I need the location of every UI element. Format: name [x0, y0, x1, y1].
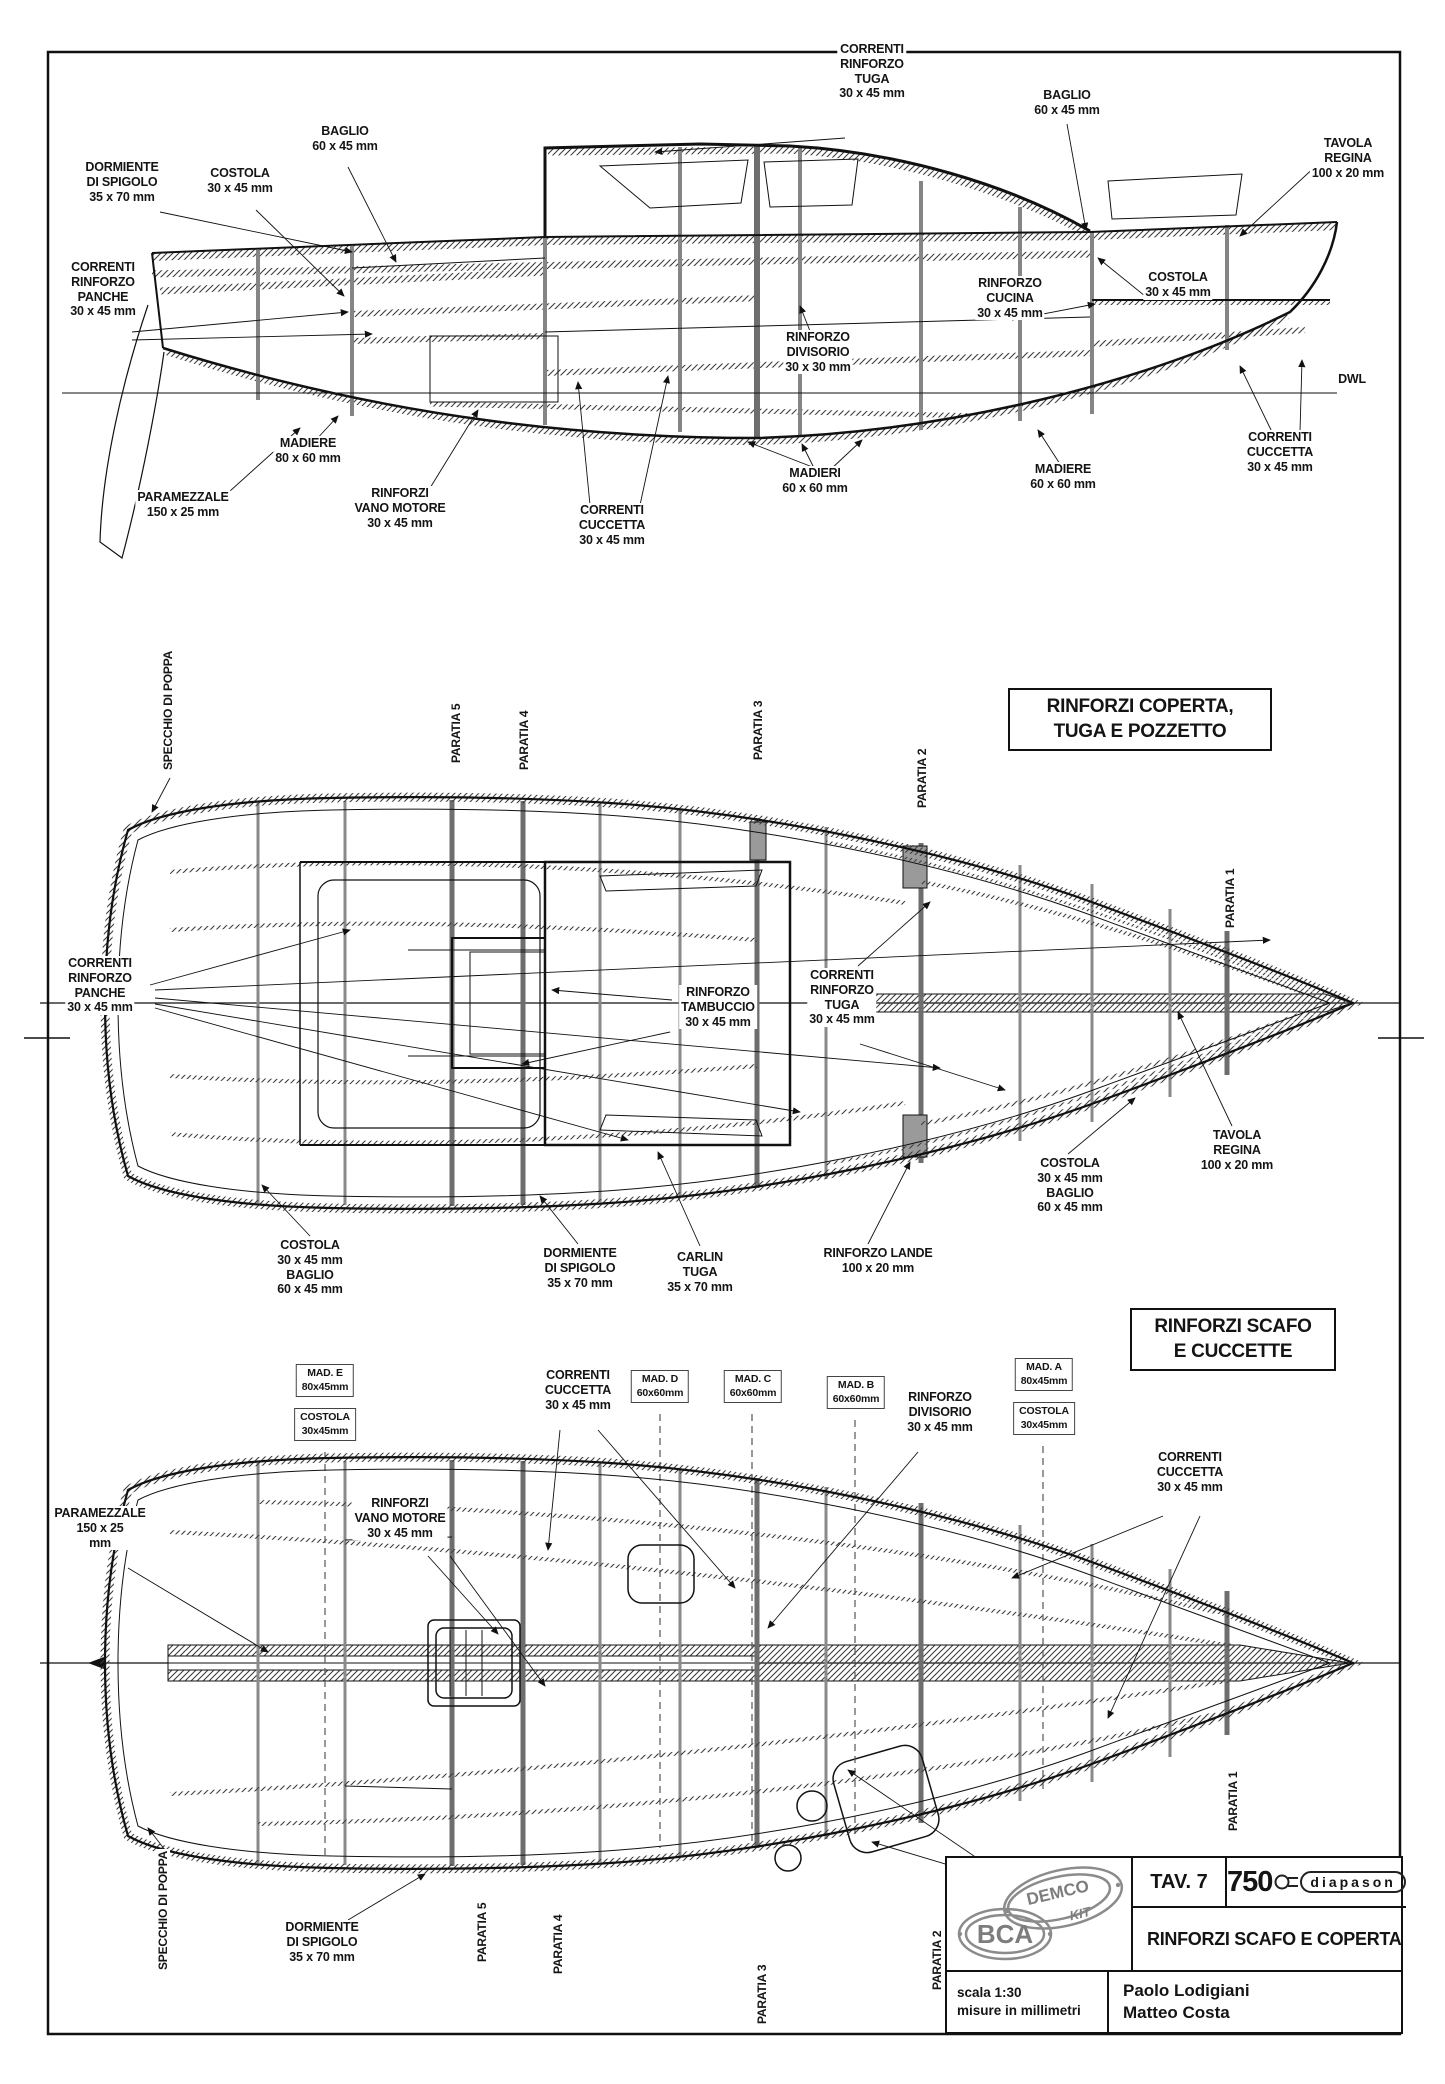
diapason-fork-icon: [1274, 1874, 1299, 1890]
hull-view-drawing: [40, 1414, 1400, 1921]
title-block: DEMCO KIT BCA TAV. 7 750: [945, 1856, 1406, 2034]
bca-demco-kit-logo: DEMCO KIT BCA: [947, 1858, 1133, 1970]
scale-note: scala 1:30 misure in millimetri: [947, 1972, 1109, 2032]
logo-text-demco: DEMCO: [1025, 1876, 1091, 1909]
drawing-title: RINFORZI SCAFO E COPERTA: [1147, 1928, 1402, 1949]
sheet-number: TAV. 7: [1133, 1858, 1227, 1906]
authors: Paolo Lodigiani Matteo Costa: [1123, 1980, 1250, 2022]
brand-name: diapason: [1300, 1871, 1406, 1893]
logo-text-kit: KIT: [1068, 1904, 1093, 1924]
boat-model-logo: 750 diapason: [1227, 1858, 1406, 1906]
logo-text-bca: BCA: [977, 1919, 1034, 1949]
sheet-frame: [24, 50, 1424, 2036]
model-number: 750: [1227, 1865, 1273, 1898]
logo-icon: DEMCO KIT BCA: [957, 1866, 1124, 1961]
side-view-drawing: [62, 123, 1339, 560]
deck-view-drawing: [40, 777, 1400, 1247]
